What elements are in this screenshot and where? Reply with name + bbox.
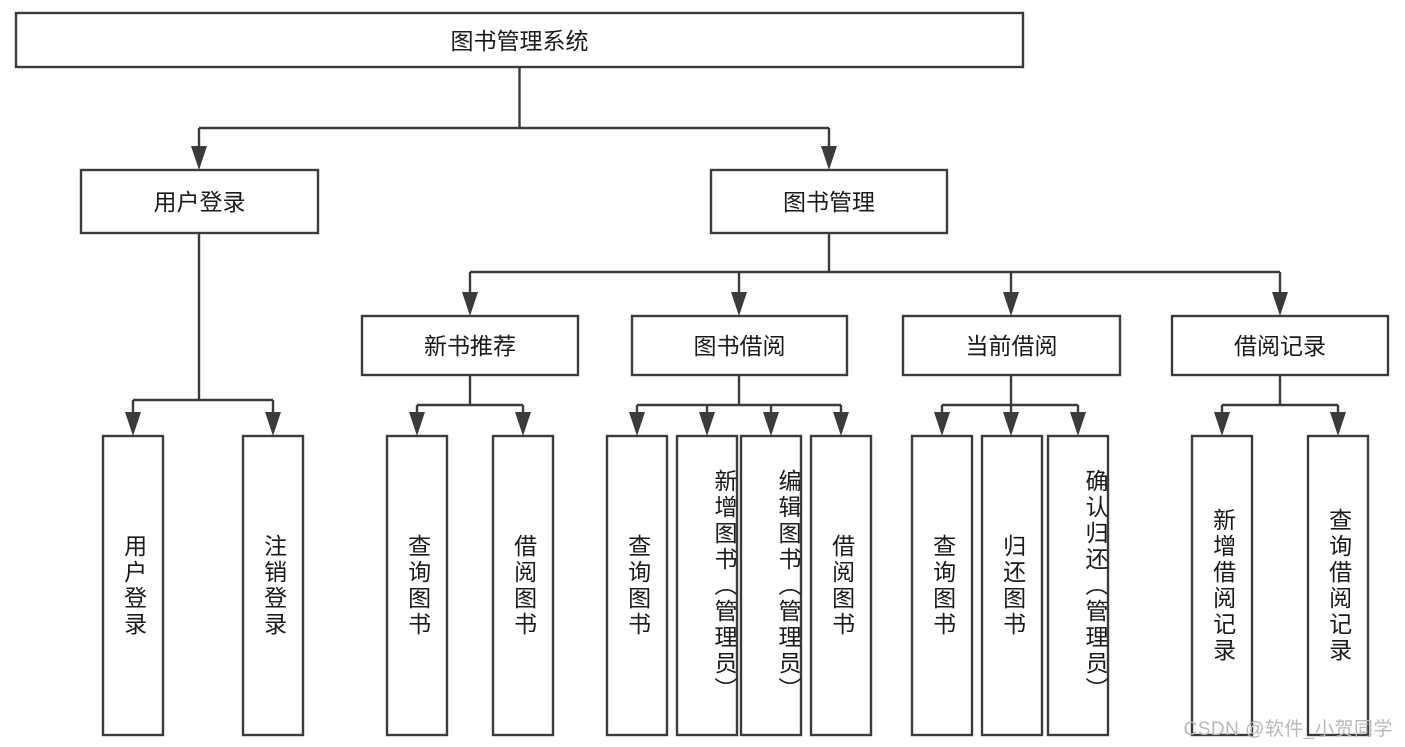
- leaf-box-borrow-1[interactable]: [605, 434, 669, 737]
- watermark-text: CSDN @软件_小贺同学: [1183, 719, 1393, 740]
- leaf-box-recommend-2[interactable]: [491, 434, 555, 737]
- node-user-login-label: 用户登录: [154, 189, 246, 215]
- arrow-current-leaf-2: [1003, 412, 1019, 436]
- node-book-management-label: 图书管理: [783, 189, 875, 215]
- arrow-current-leaf-1: [934, 412, 950, 436]
- arrow-current-leaf-3: [1070, 412, 1086, 436]
- leaf-box-user-login-1[interactable]: [101, 434, 165, 737]
- arrow-login-leaf-1: [125, 412, 141, 436]
- leaf-box-user-login-2[interactable]: [241, 434, 305, 737]
- leaf-box-borrow-3[interactable]: [739, 434, 803, 737]
- node-root-box[interactable]: [14, 11, 1025, 69]
- arrow-root-to-login: [191, 146, 207, 170]
- node-root-label: 图书管理系统: [451, 28, 589, 54]
- nodes-group: 图书管理系统 用户登录 图书管理 新书推荐 图书借阅 当前借阅 借阅记录: [14, 11, 1390, 737]
- arrow-record-leaf-2: [1330, 412, 1346, 436]
- node-current-borrow-box[interactable]: [901, 314, 1122, 377]
- arrow-bookmgmt-child-2: [731, 292, 747, 316]
- arrow-recommend-leaf-1: [409, 412, 425, 436]
- arrow-root-to-bookmgmt: [821, 146, 837, 170]
- arrow-login-leaf-2: [265, 412, 281, 436]
- node-book-borrow-label: 图书借阅: [694, 333, 786, 359]
- leaf-box-record-2[interactable]: [1306, 434, 1370, 737]
- node-user-login-box[interactable]: [79, 168, 320, 235]
- arrow-borrow-leaf-1: [629, 412, 645, 436]
- leaf-box-borrow-2[interactable]: [675, 434, 739, 737]
- leaf-box-recommend-1[interactable]: [385, 434, 449, 737]
- node-book-management-box[interactable]: [709, 168, 949, 235]
- arrow-bookmgmt-child-1: [462, 292, 478, 316]
- node-borrow-record-label: 借阅记录: [1234, 333, 1326, 359]
- edges-group: [125, 67, 1346, 436]
- arrow-bookmgmt-child-4: [1272, 292, 1288, 316]
- arrow-borrow-leaf-3: [763, 412, 779, 436]
- node-new-book-recommend-box[interactable]: [360, 314, 580, 377]
- node-borrow-record-box[interactable]: [1170, 314, 1390, 377]
- arrow-recommend-leaf-2: [515, 412, 531, 436]
- node-book-borrow-box[interactable]: [630, 314, 849, 377]
- leaf-box-current-2[interactable]: [980, 434, 1044, 737]
- arrow-borrow-leaf-4: [833, 412, 849, 436]
- leaf-box-current-3[interactable]: [1046, 434, 1110, 737]
- arrow-borrow-leaf-2: [699, 412, 715, 436]
- node-current-borrow-label: 当前借阅: [966, 333, 1058, 359]
- arrow-bookmgmt-child-3: [1003, 292, 1019, 316]
- leaf-box-current-1[interactable]: [910, 434, 974, 737]
- node-new-book-recommend-label: 新书推荐: [424, 333, 516, 359]
- arrow-record-leaf-1: [1214, 412, 1230, 436]
- leaf-box-record-1[interactable]: [1190, 434, 1254, 737]
- leaf-box-borrow-4[interactable]: [809, 434, 873, 737]
